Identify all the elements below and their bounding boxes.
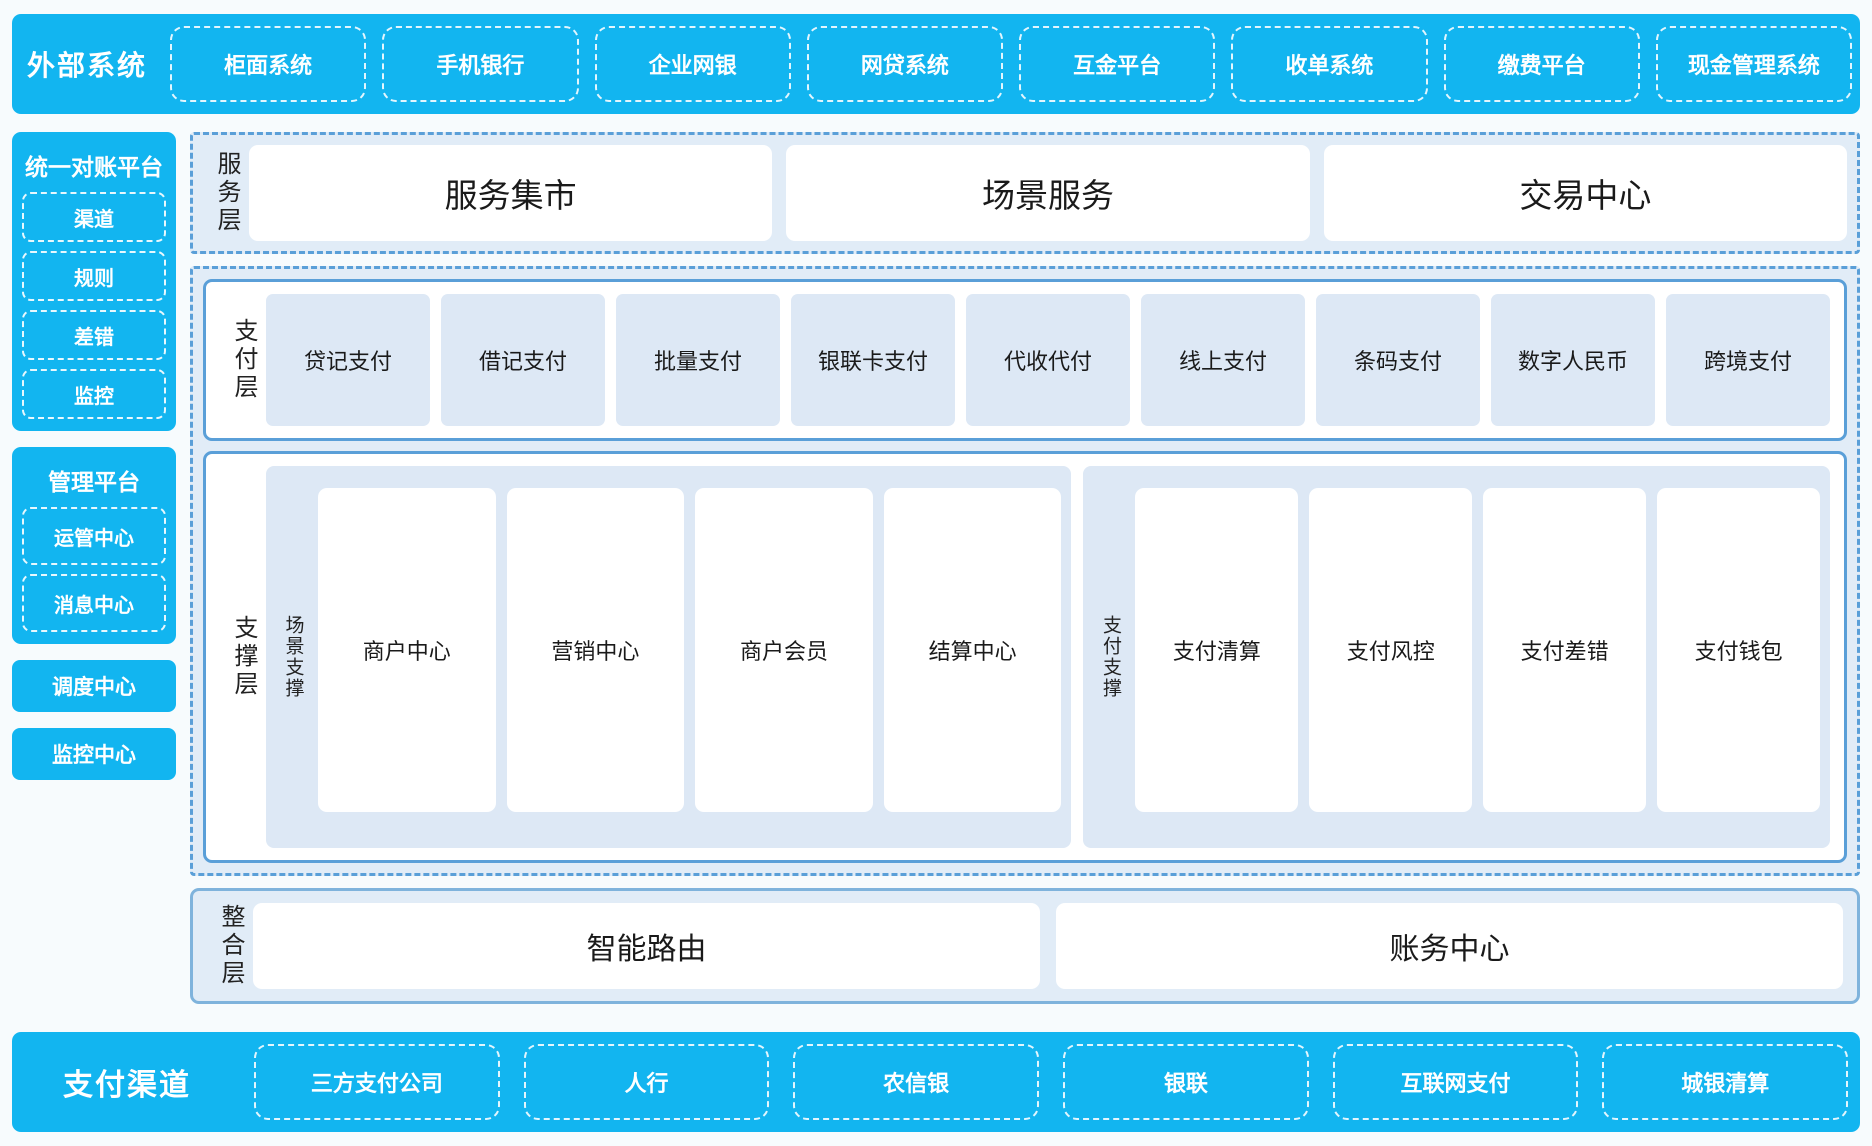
external-systems-title: 外部系统 bbox=[26, 50, 147, 81]
service-layer-row: 服务层 服务集市 场景服务 交易中心 bbox=[203, 145, 1847, 241]
channel-item-pboc[interactable]: 人行 bbox=[523, 1044, 770, 1120]
payment-channel-band: 支付渠道 三方支付公司 人行 农信银 银联 互联网支付 城银清算 bbox=[12, 1032, 1860, 1132]
integration-layer-tiles: 智能路由 账务中心 bbox=[253, 903, 1843, 989]
scene-support-tiles: 商户中心 营销中心 商户会员 结算中心 bbox=[310, 474, 1062, 840]
channel-item-rcb[interactable]: 农信银 bbox=[793, 1044, 1040, 1120]
payment-support-group: 支付支撑 支付清算 支付风控 支付差错 支付钱包 bbox=[1083, 466, 1830, 848]
external-system-item[interactable]: 手机银行 bbox=[382, 26, 579, 102]
service-layer-group: 服务层 服务集市 场景服务 交易中心 bbox=[190, 132, 1860, 254]
integration-layer-label: 整合层 bbox=[217, 904, 244, 988]
payment-tile-online[interactable]: 线上支付 bbox=[1141, 294, 1305, 426]
payment-tile-unionpay-card[interactable]: 银联卡支付 bbox=[791, 294, 955, 426]
left-column: 统一对账平台 渠道 规则 差错 监控 管理平台 运管中心 消息中心 调度中心 监… bbox=[12, 132, 176, 1004]
management-platform-title: 管理平台 bbox=[48, 469, 140, 495]
payment-tile-cross-border[interactable]: 跨境支付 bbox=[1666, 294, 1830, 426]
external-system-item[interactable]: 柜面系统 bbox=[170, 26, 367, 102]
support-layer-label: 支撑层 bbox=[230, 615, 257, 699]
core-layers-group: 支付层 贷记支付 借记支付 批量支付 银联卡支付 代收代付 线上支付 条码支付 … bbox=[190, 266, 1860, 876]
support-tile-marketing-center[interactable]: 营销中心 bbox=[506, 488, 685, 812]
external-systems-items: 柜面系统 手机银行 企业网银 网贷系统 互金平台 收单系统 缴费平台 现金管理系… bbox=[162, 26, 1860, 102]
support-tile-payment-clearing[interactable]: 支付清算 bbox=[1135, 488, 1299, 812]
payment-channel-items: 三方支付公司 人行 农信银 银联 互联网支付 城银清算 bbox=[242, 1044, 1860, 1120]
service-tile-scene[interactable]: 场景服务 bbox=[786, 145, 1310, 241]
payment-layer-row: 支付层 贷记支付 借记支付 批量支付 银联卡支付 代收代付 线上支付 条码支付 … bbox=[220, 294, 1830, 426]
support-tile-merchant-member[interactable]: 商户会员 bbox=[695, 488, 873, 812]
middle-area: 统一对账平台 渠道 规则 差错 监控 管理平台 运管中心 消息中心 调度中心 监… bbox=[12, 132, 1860, 1004]
payment-layer-tiles: 贷记支付 借记支付 批量支付 银联卡支付 代收代付 线上支付 条码支付 数字人民… bbox=[266, 294, 1830, 426]
support-layer-row: 支撑层 场景支撑 商户中心 营销中心 商户会员 结算中心 bbox=[220, 466, 1830, 848]
service-tile-market[interactable]: 服务集市 bbox=[249, 145, 773, 241]
manage-item-message-center[interactable]: 消息中心 bbox=[22, 574, 166, 632]
integration-tile-accounting-center[interactable]: 账务中心 bbox=[1056, 903, 1843, 989]
payment-tile-digital-rmb[interactable]: 数字人民币 bbox=[1491, 294, 1655, 426]
integration-tile-smart-routing[interactable]: 智能路由 bbox=[253, 903, 1040, 989]
payment-support-label: 支付支撑 bbox=[1099, 615, 1121, 699]
scene-support-group: 场景支撑 商户中心 营销中心 商户会员 结算中心 bbox=[266, 466, 1072, 848]
reconcile-platform-title: 统一对账平台 bbox=[25, 154, 163, 180]
payment-channel-title: 支付渠道 bbox=[63, 1069, 191, 1102]
manage-item-operations-center[interactable]: 运管中心 bbox=[22, 507, 166, 565]
channel-item-third-party[interactable]: 三方支付公司 bbox=[254, 1044, 500, 1120]
payment-layer-frame: 支付层 贷记支付 借记支付 批量支付 银联卡支付 代收代付 线上支付 条码支付 … bbox=[203, 279, 1847, 441]
external-system-item[interactable]: 企业网银 bbox=[594, 26, 791, 102]
reconcile-item-error[interactable]: 差错 bbox=[22, 310, 166, 360]
payment-tile-barcode[interactable]: 条码支付 bbox=[1316, 294, 1480, 426]
reconcile-item-rule[interactable]: 规则 bbox=[22, 251, 166, 301]
reconcile-item-channel[interactable]: 渠道 bbox=[22, 192, 166, 242]
scene-support-label: 场景支撑 bbox=[282, 615, 304, 699]
payment-support-tiles: 支付清算 支付风控 支付差错 支付钱包 bbox=[1127, 474, 1821, 840]
channel-item-city-bank-clearing[interactable]: 城银清算 bbox=[1602, 1044, 1849, 1120]
service-layer-label: 服务层 bbox=[213, 151, 240, 235]
external-system-item[interactable]: 互金平台 bbox=[1019, 26, 1216, 102]
support-tile-settlement-center[interactable]: 结算中心 bbox=[883, 488, 1062, 812]
external-system-item[interactable]: 缴费平台 bbox=[1443, 26, 1640, 102]
integration-layer-row: 整合层 智能路由 账务中心 bbox=[207, 903, 1843, 989]
support-layer-groups: 场景支撑 商户中心 营销中心 商户会员 结算中心 支付支撑 bbox=[266, 466, 1830, 848]
scheduling-center-box[interactable]: 调度中心 bbox=[12, 660, 176, 712]
payment-layer-label: 支付层 bbox=[230, 318, 257, 402]
support-tile-payment-wallet[interactable]: 支付钱包 bbox=[1657, 488, 1821, 812]
channel-item-unionpay[interactable]: 银联 bbox=[1063, 1044, 1309, 1120]
external-system-item[interactable]: 收单系统 bbox=[1231, 26, 1428, 102]
reconcile-item-monitor[interactable]: 监控 bbox=[22, 369, 166, 419]
management-platform-panel: 管理平台 运管中心 消息中心 bbox=[12, 447, 176, 644]
service-layer-tiles: 服务集市 场景服务 交易中心 bbox=[249, 145, 1847, 241]
payment-tile-debit[interactable]: 借记支付 bbox=[441, 294, 605, 426]
support-layer-frame: 支撑层 场景支撑 商户中心 营销中心 商户会员 结算中心 bbox=[203, 451, 1847, 863]
payment-tile-batch[interactable]: 批量支付 bbox=[616, 294, 780, 426]
reconcile-platform-panel: 统一对账平台 渠道 规则 差错 监控 bbox=[12, 132, 176, 431]
external-system-item[interactable]: 现金管理系统 bbox=[1655, 26, 1852, 102]
external-system-item[interactable]: 网贷系统 bbox=[806, 26, 1003, 102]
support-tile-merchant-center[interactable]: 商户中心 bbox=[318, 488, 496, 812]
support-tile-payment-error[interactable]: 支付差错 bbox=[1483, 488, 1647, 812]
monitoring-center-box[interactable]: 监控中心 bbox=[12, 728, 176, 780]
external-systems-band: 外部系统 柜面系统 手机银行 企业网银 网贷系统 互金平台 收单系统 缴费平台 … bbox=[12, 14, 1860, 114]
payment-tile-collection-payment[interactable]: 代收代付 bbox=[966, 294, 1130, 426]
service-tile-transaction[interactable]: 交易中心 bbox=[1323, 145, 1847, 241]
support-tile-payment-risk[interactable]: 支付风控 bbox=[1309, 488, 1473, 812]
channel-item-internet-payment[interactable]: 互联网支付 bbox=[1332, 1044, 1579, 1120]
right-column: 服务层 服务集市 场景服务 交易中心 支付层 贷记支付 bbox=[190, 132, 1860, 1004]
integration-layer-frame: 整合层 智能路由 账务中心 bbox=[190, 888, 1860, 1004]
payment-tile-credit[interactable]: 贷记支付 bbox=[266, 294, 430, 426]
